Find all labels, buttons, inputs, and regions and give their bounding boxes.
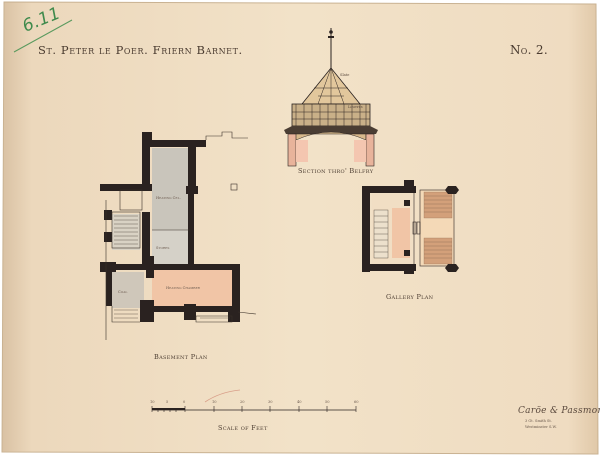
scale-tick-label: 0 (183, 400, 186, 404)
gallery-benches (423, 191, 453, 265)
gallery-plan-label: Gallery Plan (386, 293, 434, 301)
heating-cellar-wash (152, 148, 191, 230)
gallery-plan (362, 180, 459, 274)
scale-tick-label: 60 (354, 400, 359, 404)
scale-tick-label: 50 (325, 400, 330, 404)
scale-tick-label: 30 (268, 400, 273, 404)
architect-address-line2: Westminster S.W. (525, 425, 557, 429)
basement-walls (100, 132, 240, 322)
svg-text:Louvres: Louvres (348, 105, 363, 109)
green-underline (13, 19, 73, 53)
coal-wash (112, 272, 144, 308)
basement-plan (100, 131, 257, 340)
scale-tick-label: 5 (166, 400, 169, 404)
stores-wash (152, 230, 191, 264)
basement-plan-label: Basement Plan (154, 353, 208, 361)
scale-bar (151, 406, 357, 412)
room-label-heating: Heating Cel. (156, 196, 181, 200)
room-label-coal: Coal (118, 290, 128, 294)
basement-stair (114, 215, 230, 319)
scale-tick-label: 10 (150, 400, 155, 404)
basement-outlines (105, 131, 257, 340)
room-label-stores: Stores (156, 246, 170, 250)
svg-text:Slate: Slate (340, 73, 349, 77)
scale-label: Scale of Feet (218, 424, 268, 432)
architect-address-line1: 3 Gt. Smith St. (525, 419, 552, 423)
sheet-number: No. 2. (510, 43, 548, 57)
heating-chamber-wash (152, 268, 234, 308)
pencil-mark (204, 389, 241, 403)
scale-tick-label: 40 (297, 400, 302, 404)
drawing-title: St. Peter le Poer. Friern Barnet. (38, 43, 243, 57)
scale-tick-label: 20 (240, 400, 245, 404)
belfry-section: Slate Louvres (284, 28, 378, 167)
scale-tick-label: 10 (212, 400, 217, 404)
belfry-section-label: Section thro' Belfry (298, 167, 374, 175)
gallery-walls (362, 180, 459, 274)
architect-signature: Caröe & Passmore (518, 406, 600, 416)
room-label-heating-chamber: Heating Chamber (166, 286, 200, 290)
